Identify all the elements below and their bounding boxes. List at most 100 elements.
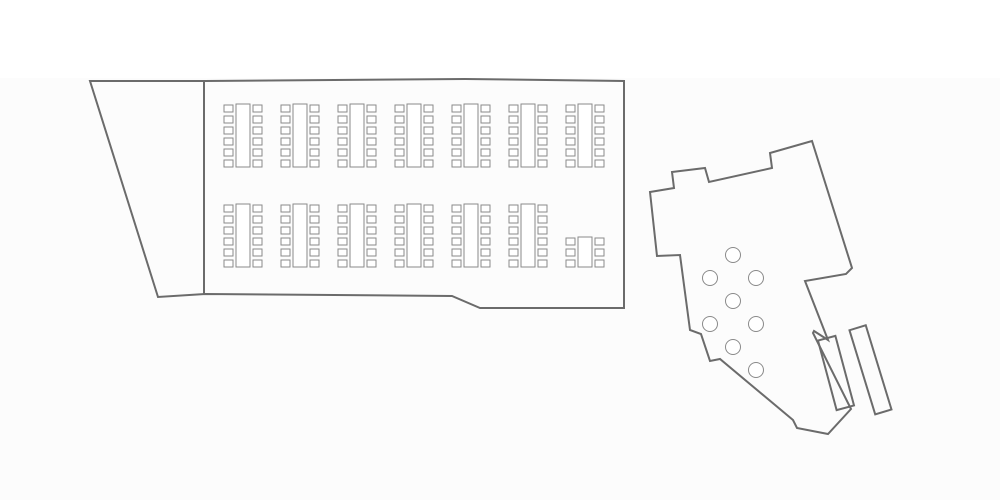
- chair: [280, 148, 291, 157]
- banquet-table: [349, 103, 365, 168]
- chair: [309, 126, 320, 135]
- chair: [451, 159, 462, 168]
- round-table: [702, 270, 718, 286]
- chair: [451, 226, 462, 235]
- chair: [423, 259, 434, 268]
- chair: [337, 115, 348, 124]
- hall-b-furniture: [702, 247, 764, 378]
- chair: [394, 137, 405, 146]
- chair: [280, 215, 291, 224]
- background-panel-edge: [0, 0, 1000, 78]
- banquet-table-group: [223, 103, 263, 168]
- chair: [508, 226, 519, 235]
- chair: [309, 115, 320, 124]
- chair: [508, 126, 519, 135]
- chair: [366, 159, 377, 168]
- chair: [508, 204, 519, 213]
- chair: [337, 204, 348, 213]
- chair: [537, 115, 548, 124]
- chair: [309, 237, 320, 246]
- chair: [394, 148, 405, 157]
- banquet-table-group: [394, 103, 434, 168]
- chair: [537, 204, 548, 213]
- chair: [366, 204, 377, 213]
- chair: [594, 237, 605, 246]
- chair: [223, 215, 234, 224]
- chair: [537, 237, 548, 246]
- chair: [594, 115, 605, 124]
- chair: [423, 215, 434, 224]
- chair: [223, 115, 234, 124]
- chair: [508, 248, 519, 257]
- chair: [223, 137, 234, 146]
- chair: [451, 137, 462, 146]
- chair: [594, 148, 605, 157]
- chair: [480, 226, 491, 235]
- chair: [451, 126, 462, 135]
- chair: [309, 248, 320, 257]
- chair: [537, 248, 548, 257]
- chair: [423, 126, 434, 135]
- chair: [337, 159, 348, 168]
- chair: [223, 248, 234, 257]
- chair: [366, 226, 377, 235]
- chair: [451, 215, 462, 224]
- chair: [252, 126, 263, 135]
- banquet-table-group: [508, 103, 548, 168]
- chair: [451, 104, 462, 113]
- chair: [309, 204, 320, 213]
- chair: [309, 215, 320, 224]
- chair: [451, 204, 462, 213]
- banquet-table: [463, 103, 479, 168]
- chair: [480, 104, 491, 113]
- chair: [451, 115, 462, 124]
- chair: [337, 148, 348, 157]
- chair: [366, 137, 377, 146]
- chair: [508, 215, 519, 224]
- chair: [537, 148, 548, 157]
- chair: [366, 259, 377, 268]
- chair: [394, 237, 405, 246]
- chair: [337, 137, 348, 146]
- chair: [565, 104, 576, 113]
- chair: [280, 204, 291, 213]
- chair: [565, 148, 576, 157]
- chair: [594, 137, 605, 146]
- chair: [280, 226, 291, 235]
- chair: [223, 204, 234, 213]
- banquet-table: [349, 203, 365, 268]
- chair: [508, 159, 519, 168]
- chair: [223, 259, 234, 268]
- chair: [451, 148, 462, 157]
- round-table: [748, 270, 764, 286]
- chair: [223, 159, 234, 168]
- chair: [451, 248, 462, 257]
- chair: [252, 159, 263, 168]
- chair: [537, 126, 548, 135]
- chair: [252, 237, 263, 246]
- chair: [252, 215, 263, 224]
- chair: [508, 148, 519, 157]
- banquet-table: [577, 103, 593, 168]
- chair: [480, 259, 491, 268]
- chair: [480, 159, 491, 168]
- chair: [394, 104, 405, 113]
- round-table: [725, 247, 741, 263]
- hall-b-outer-wall: [648, 139, 854, 436]
- chair: [337, 248, 348, 257]
- chair: [280, 259, 291, 268]
- hall-a-outer-wall: [88, 77, 625, 309]
- round-table: [725, 339, 741, 355]
- chair: [537, 159, 548, 168]
- chair: [252, 204, 263, 213]
- banquet-table-group: [337, 103, 377, 168]
- banquet-table: [520, 103, 536, 168]
- hall-a: [88, 77, 625, 309]
- chair: [508, 259, 519, 268]
- chair: [508, 115, 519, 124]
- banquet-table: [520, 203, 536, 268]
- chair: [394, 126, 405, 135]
- chair: [309, 137, 320, 146]
- chair: [480, 126, 491, 135]
